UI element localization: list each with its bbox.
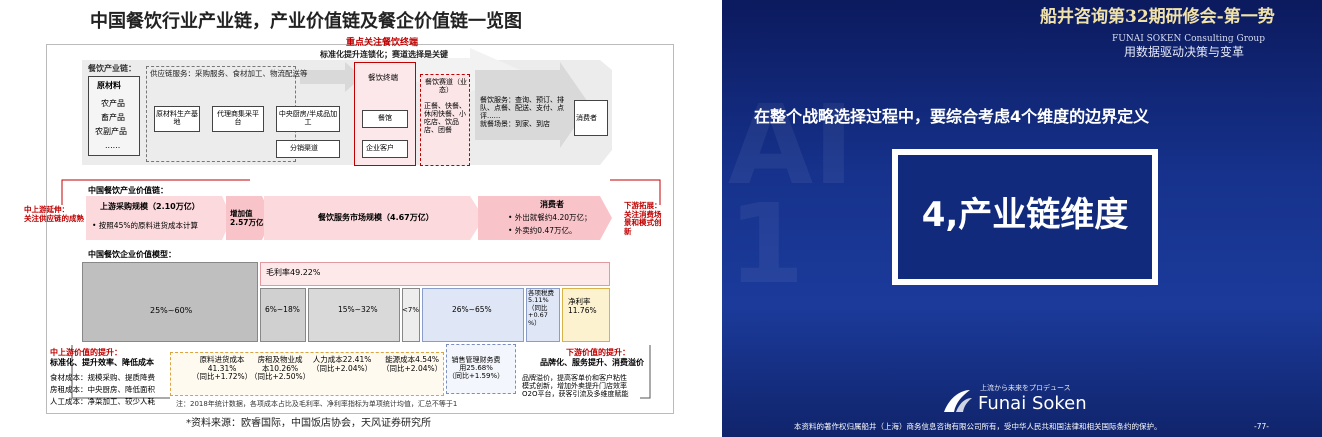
model-section-label: 中国餐饮企业价值模型： bbox=[88, 250, 176, 259]
track-body: 正餐、快餐、休闲快餐、小吃店、饮品店、团餐 bbox=[424, 102, 466, 135]
sales-cost-box bbox=[446, 344, 516, 394]
cost-bar-4 bbox=[402, 288, 420, 342]
company-name: FUNAI SOKEN Consulting Group bbox=[1112, 34, 1265, 44]
logo-name: Funai Soken bbox=[978, 393, 1087, 414]
tax-bar bbox=[526, 288, 560, 342]
down-value-sub: 品牌化、服务提升、消费溢价 bbox=[540, 358, 644, 367]
raw-materials-box: 原材料 农产品 畜产品 农副产品 ...... bbox=[88, 76, 140, 156]
cost-bar-3-label: 15%~32% bbox=[338, 305, 378, 314]
slide: AI 1 船井咨询第32期研修会-第一势 FUNAI SOKEN Consult… bbox=[722, 0, 1322, 437]
node-kitchen-label: 中央厨房/半成品加工 bbox=[278, 110, 338, 127]
industry-chain-figure: 中国餐饮行业产业链，产业价值链及餐企价值链一览图 重点关注餐饮终端 标准化提升连… bbox=[24, 11, 674, 429]
slide-subtitle: 用数据驱动决策与变革 bbox=[1124, 45, 1245, 59]
chain-arrow-band bbox=[61, 48, 661, 399]
cost-bar-1 bbox=[82, 262, 258, 342]
terminal-label: 餐饮终端 bbox=[368, 73, 398, 82]
track-box bbox=[420, 74, 470, 166]
node-agent-label: 代理商集采平台 bbox=[217, 110, 259, 127]
gross-margin-bar bbox=[260, 262, 610, 286]
copyright-footer: 本资料的著作权归属船井（上海）商务信息咨询有限公司所有，受中华人民共和国法律和相… bbox=[794, 422, 1162, 431]
up-value-sub: 标准化、提升效率、降低成本 bbox=[50, 358, 154, 367]
logo-tagline: 上流から未来をプロデュース bbox=[980, 384, 1071, 392]
chain-section-label: 餐饮产业链： bbox=[88, 64, 136, 73]
cost-bar-5 bbox=[422, 288, 524, 342]
funai-logo-icon bbox=[944, 390, 972, 412]
figure-source: *资料来源：欧睿国际，中国饭店协会，天风证券研究所 bbox=[186, 418, 431, 429]
gross-margin-label: 毛利率49.22% bbox=[266, 268, 321, 277]
vc1-sub: • 按照45%的原料进货成本计算 bbox=[92, 221, 198, 230]
tax-label: 各项税费 5.11% （同比 +0.67 %） bbox=[528, 289, 554, 327]
node-kitchen bbox=[276, 106, 340, 132]
cost-bar-2 bbox=[260, 288, 306, 342]
cost-bar-5-label: 26%~65% bbox=[452, 305, 492, 314]
node-agent bbox=[212, 106, 264, 132]
cost-bar-1-label: 25%~60% bbox=[150, 306, 193, 315]
cost-left-2: 房租成本：中央厨房、降低面积 bbox=[50, 385, 155, 394]
node-consumer-label: 消费者 bbox=[576, 114, 597, 122]
node-restaurant-label: 餐馆 bbox=[378, 114, 392, 122]
downstream-ext: 下游拓展： 关注消费场景和模式创新 bbox=[624, 201, 662, 236]
costs-box bbox=[170, 352, 444, 396]
vc1-title: 上游采购规模（2.10万亿） bbox=[100, 202, 200, 211]
raw-item-4: ...... bbox=[105, 141, 121, 150]
focus-sub: 标准化提升连锁化；赛道选择是关键 bbox=[320, 50, 448, 59]
focus-label: 重点关注餐饮终端 bbox=[346, 38, 419, 48]
node-restaurant bbox=[362, 110, 408, 128]
slide-series-title: 船井咨询第32期研修会-第一势 bbox=[1040, 7, 1275, 27]
figure-note: 注：2018年统计数据，各项成本占比及毛利率、净利率指标为单项统计均值，汇总不等… bbox=[176, 400, 458, 408]
service-text: 餐饮服务：查询、预订、排队、点餐、配送、支付、点评...... 就餐场景：到家、… bbox=[480, 96, 564, 129]
cost-5: 销售管理财务费 用25.68% （同比+1.59%） bbox=[448, 356, 505, 381]
node-base bbox=[154, 106, 200, 132]
cost-left-1: 食材成本：规模采购、提质降费 bbox=[50, 373, 155, 382]
cost-2: 房租及物业成 本10.26% （同比+2.50%） bbox=[250, 355, 311, 382]
cost-3: 人力成本22.41% （同比+2.04%） bbox=[312, 355, 373, 373]
node-base-label: 原材料生产基地 bbox=[156, 110, 198, 127]
vc2-label: 增加值 2.57万亿 bbox=[230, 209, 264, 227]
vc4-title: 消费者 bbox=[540, 200, 564, 209]
value-section-label: 中国餐饮产业价值链： bbox=[88, 186, 168, 195]
track-title: 餐饮赛道（业态） bbox=[425, 78, 467, 95]
net-bar bbox=[562, 288, 610, 342]
cost-4: 能源成本4.54% （同比+2.04%） bbox=[382, 355, 443, 373]
figure-frame bbox=[46, 44, 674, 414]
raw-item-2: 畜产品 bbox=[101, 113, 125, 122]
watermark: AI 1 bbox=[728, 81, 855, 308]
vc4-item-1: • 外出就餐约4.20万亿； bbox=[508, 213, 592, 222]
cost-bar-2-label: 6%~18% bbox=[265, 305, 300, 314]
upstream-ext: 中上游延伸： 关注供应链的成熟 bbox=[24, 205, 84, 223]
cost-bar-4-label: <7% bbox=[402, 306, 419, 314]
down-value-title: 下游价值的提升： bbox=[566, 348, 630, 357]
node-channel-label: 分销渠道 bbox=[290, 144, 318, 152]
node-channel bbox=[276, 140, 340, 158]
slide-heading: 在整个战略选择过程中，要综合考虑4个维度的边界定义 bbox=[754, 107, 1150, 126]
vc3-label: 餐饮服务市场规模（4.67万亿） bbox=[318, 213, 434, 222]
supply-service-label: 供应链服务：采购服务、食材加工、物流配送等 bbox=[150, 69, 308, 78]
dimension-box bbox=[892, 149, 1158, 285]
cost-left-3: 人工成本：净菜加工、较少人耗 bbox=[50, 397, 155, 406]
raw-title: 原材料 bbox=[97, 81, 121, 90]
cost-bar-3 bbox=[308, 288, 400, 342]
raw-item-3: 农副产品 bbox=[95, 127, 127, 136]
premium-text: 品牌溢价，提高客单价和客户粘性 模式创新，增加外卖提升门店效率 O2O平台，获客… bbox=[522, 374, 629, 399]
net-label: 净利率 11.76% bbox=[568, 297, 597, 315]
node-consumer bbox=[574, 100, 608, 136]
raw-item-1: 农产品 bbox=[101, 99, 125, 108]
figure-title: 中国餐饮行业产业链，产业价值链及餐企价值链一览图 bbox=[90, 11, 522, 32]
page-number: -77- bbox=[1254, 422, 1269, 431]
node-enterprise-label: 企业客户 bbox=[366, 144, 394, 152]
cost-1: 原料进货成本 41.31% （同比+1.72%） bbox=[192, 355, 253, 382]
up-value-title: 中上游价值的提升： bbox=[50, 348, 122, 357]
dimension-text: 4,产业链维度 bbox=[921, 195, 1129, 235]
vc4-item-2: • 外卖约0.47万亿。 bbox=[508, 226, 577, 235]
node-enterprise bbox=[362, 140, 408, 158]
